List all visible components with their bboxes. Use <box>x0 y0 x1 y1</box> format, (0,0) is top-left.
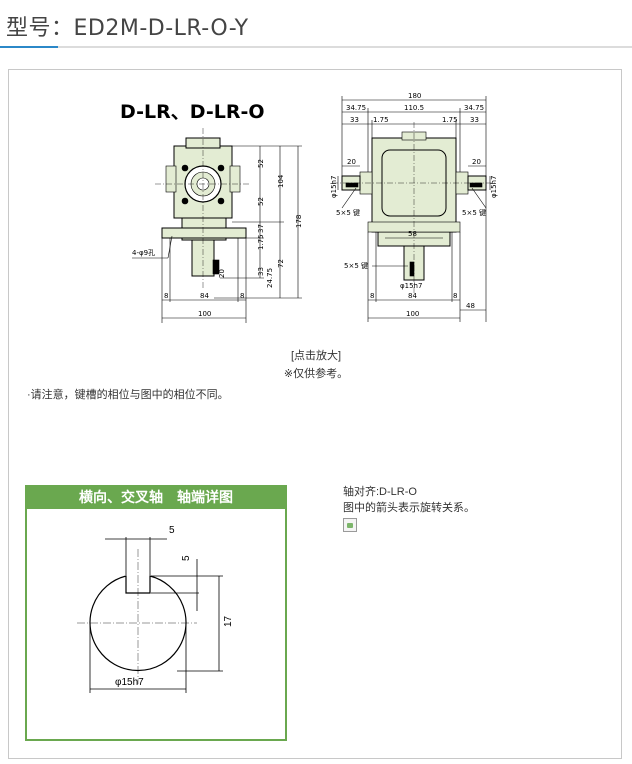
dim-front-hole: 4-φ9孔 <box>132 249 155 257</box>
dim-side-bottom-8-right: 8 <box>453 292 457 300</box>
detail-dim-17: 17 <box>223 615 234 627</box>
dim-side-20-right: 20 <box>472 158 481 166</box>
reference-note: ※仅供参考。 <box>283 368 349 380</box>
dim-side-key-left: 5×5 键 <box>336 208 360 217</box>
dim-side-110-5: 110.5 <box>404 104 424 112</box>
click-enlarge-link[interactable]: [点击放大] <box>290 350 342 362</box>
rotation-line: 图中的箭头表示旋转关系。 <box>343 502 475 514</box>
title-divider <box>0 46 632 48</box>
dim-side-1-75-right: 1.75 <box>442 116 458 124</box>
dim-front-shaft-20: 20 <box>218 269 226 278</box>
dim-side-33-left: 33 <box>350 116 359 124</box>
dim-front-bottom-8-right: 8 <box>240 292 244 300</box>
broken-image-icon[interactable] <box>343 518 357 532</box>
shaft-end-detail: 横向、交叉轴 轴端详图 5 5 17 <box>25 485 287 741</box>
dim-front-52-top: 52 <box>257 159 265 168</box>
dim-side-bottom-48: 48 <box>466 302 475 310</box>
dim-side-34-75-left: 34.75 <box>346 104 366 112</box>
dim-side-key-right: 5×5 键 <box>462 208 486 217</box>
dim-side-33-right: 33 <box>470 116 479 124</box>
dim-side-key-bottom: 5×5 键 <box>344 261 368 270</box>
dim-front-52-bottom: 52 <box>257 197 265 206</box>
page-title: 型号：ED2M-D-LR-O-Y <box>6 16 249 41</box>
dim-front-bottom-8-left: 8 <box>164 292 168 300</box>
detail-dim-5-side: 5 <box>181 555 192 561</box>
dim-front-33: 33 <box>257 267 265 276</box>
dim-front-bottom-100: 100 <box>198 310 211 318</box>
dim-side-bottom-100: 100 <box>406 310 419 318</box>
dim-side-58: 58 <box>408 230 417 238</box>
dim-front-24-75: 24.75 <box>266 268 274 288</box>
drawing-heading: D-LR、D-LR-O <box>120 101 265 123</box>
dim-side-phi-left: φ15h7 <box>330 176 338 198</box>
dim-side-phi-bottom: φ15h7 <box>400 282 422 290</box>
dim-side-180: 180 <box>408 92 421 100</box>
dimension-drawing[interactable]: D-LR、D-LR-O 52 52 104 178 37 1.75 72 33 … <box>110 88 520 343</box>
dim-side-34-75-right: 34.75 <box>464 104 484 112</box>
alignment-line: 轴对齐:D-LR-O <box>343 486 417 498</box>
dim-side-20-left: 20 <box>347 158 356 166</box>
dim-front-72: 72 <box>277 259 285 268</box>
keyway-note: ·请注意，键槽的相位与图中的相位不同。 <box>27 389 229 401</box>
content-frame <box>8 69 622 759</box>
dim-side-phi-right: φ15h7 <box>490 176 498 198</box>
dim-side-bottom-8-left: 8 <box>370 292 374 300</box>
dim-side-1-75-left: 1.75 <box>373 116 389 124</box>
dim-front-104: 104 <box>277 174 285 188</box>
dim-front-37: 37 <box>257 224 265 233</box>
alignment-info: 轴对齐:D-LR-O 图中的箭头表示旋转关系。 <box>343 484 475 537</box>
detail-dim-phi: φ15h7 <box>115 677 144 688</box>
dim-front-bottom-84: 84 <box>200 292 209 300</box>
dim-front-178: 178 <box>295 215 303 228</box>
detail-heading: 横向、交叉轴 轴端详图 <box>27 487 285 509</box>
shaft-end-drawing: 5 5 17 φ15h7 <box>77 525 234 693</box>
detail-dim-5-top: 5 <box>169 525 175 536</box>
dim-side-bottom-84: 84 <box>408 292 417 300</box>
dim-front-1-75: 1.75 <box>257 234 265 250</box>
